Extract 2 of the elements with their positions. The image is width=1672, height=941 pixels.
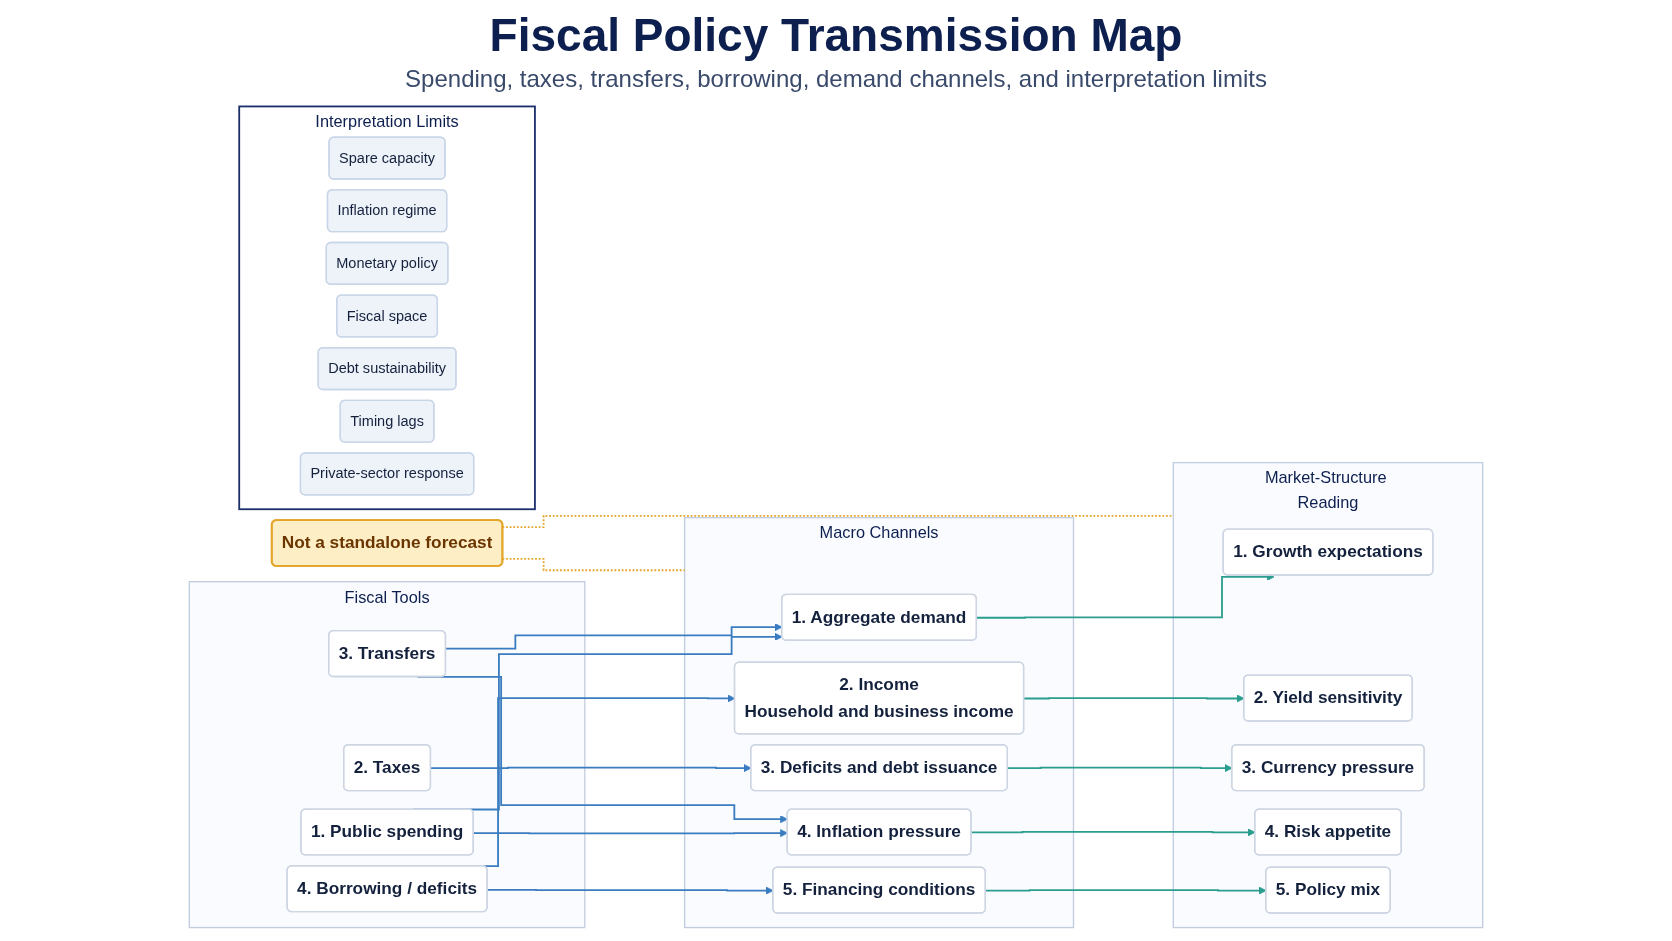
title: Fiscal Policy Transmission Map — [488, 8, 1184, 61]
subtitle: Spending, taxes, transfers, borrowing, demand channels, and interpretation limits — [405, 64, 1267, 94]
